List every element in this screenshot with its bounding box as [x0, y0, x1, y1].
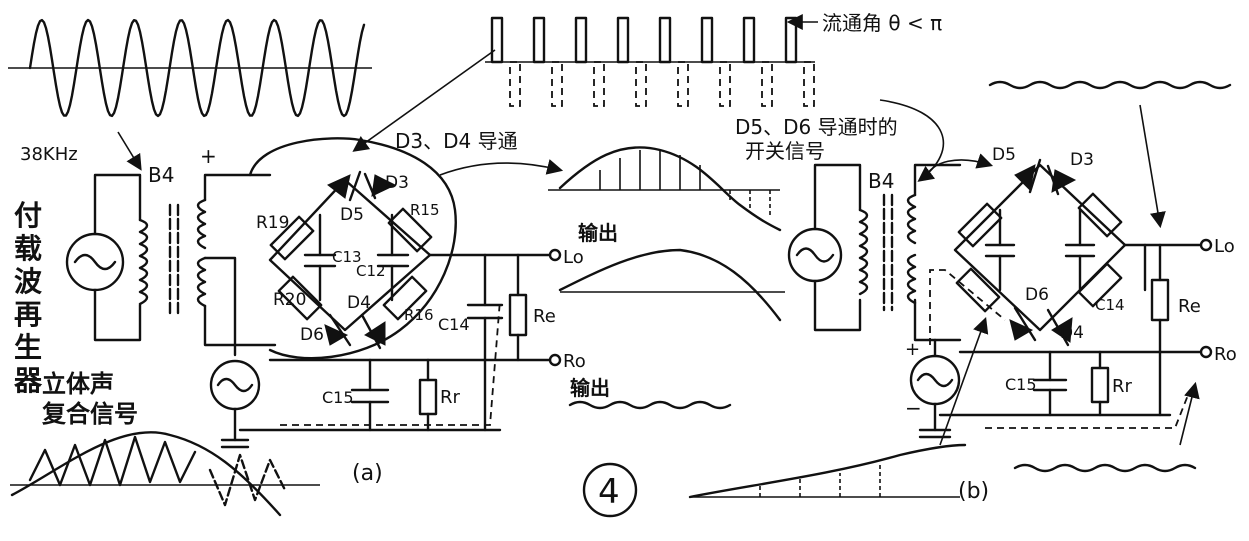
- pulse-down: [761, 61, 773, 107]
- svg-text:C14: C14: [438, 315, 470, 334]
- output-network-b: [938, 238, 1213, 429]
- pulse-up: [616, 16, 630, 64]
- composite-waveform: [10, 431, 320, 517]
- svg-text:生: 生: [14, 331, 42, 364]
- svg-text:D5: D5: [992, 145, 1016, 165]
- pulse-down: [509, 61, 521, 107]
- pulse-down: [803, 61, 815, 107]
- svg-text:C15: C15: [1005, 375, 1037, 394]
- subcarrier-generator-b: [787, 163, 962, 342]
- svg-text:C13: C13: [332, 248, 362, 266]
- carrier-sine-wave: [8, 18, 372, 118]
- svg-text:开关信号: 开关信号: [745, 139, 825, 163]
- diode-bridge-a: [248, 137, 457, 360]
- pulse-up: [784, 16, 798, 64]
- pulse-up: [532, 16, 546, 64]
- pulse-up: [658, 16, 672, 64]
- svg-text:D5: D5: [340, 205, 364, 225]
- label-b4-b: B4: [868, 169, 894, 193]
- label-ro-b: Ro: [1214, 344, 1237, 365]
- svg-text:Re: Re: [533, 306, 556, 327]
- output-waveform-a: [548, 146, 785, 322]
- label-output-top: 输出: [578, 221, 618, 245]
- pulse-up: [574, 16, 588, 64]
- stereo-source-b: + −: [905, 338, 961, 439]
- svg-text:再: 再: [14, 298, 42, 331]
- pulse-up: [490, 16, 504, 64]
- svg-text:付: 付: [14, 199, 42, 232]
- label-lo-a: Lo: [563, 247, 584, 268]
- svg-text:D3: D3: [1070, 150, 1094, 170]
- svg-text:波: 波: [14, 265, 43, 298]
- label-d5-d6-conduct: D5、D6 导通时的: [735, 115, 898, 139]
- label-stereo: 立体声: [42, 370, 114, 398]
- svg-text:+: +: [200, 144, 217, 168]
- caption-b: (b): [958, 479, 989, 504]
- svg-text:D6: D6: [1025, 285, 1049, 305]
- svg-text:Re: Re: [1178, 296, 1201, 317]
- pulse-down: [635, 61, 647, 107]
- output-waveform-b: [688, 316, 1200, 499]
- pulse-up: [700, 16, 714, 64]
- pulse-down: [719, 61, 731, 107]
- pulse-down: [551, 61, 563, 107]
- svg-text:D4: D4: [347, 293, 371, 313]
- label-d3-d4-conduct: D3、D4 导通: [395, 129, 518, 153]
- diode-bridge-b: [924, 153, 1127, 347]
- svg-text:复合信号: 复合信号: [41, 400, 138, 428]
- svg-text:R19: R19: [256, 213, 289, 233]
- stereo-source-a: [209, 359, 261, 449]
- svg-text:器: 器: [13, 364, 43, 397]
- svg-text:Rr: Rr: [1112, 376, 1133, 397]
- svg-text:C14: C14: [1095, 296, 1125, 314]
- output-network-a: [238, 248, 562, 432]
- svg-text:Rr: Rr: [440, 387, 461, 408]
- pulse-down: [677, 61, 689, 107]
- svg-text:载: 载: [14, 232, 42, 265]
- svg-text:C15: C15: [322, 388, 354, 407]
- pulse-down: [593, 61, 605, 107]
- switch-pulse-train: [485, 16, 815, 107]
- svg-text:−: −: [905, 396, 922, 420]
- svg-text:D6: D6: [300, 325, 324, 345]
- svg-text:D4: D4: [1060, 323, 1084, 343]
- label-ro-a: Ro: [563, 351, 586, 372]
- svg-text:C12: C12: [356, 262, 386, 280]
- label-flow-angle: 流通角 θ < π: [822, 11, 942, 35]
- svg-text:D3: D3: [385, 173, 409, 193]
- label-b4-a: B4: [148, 163, 174, 187]
- transformer-b4-a: [138, 173, 277, 357]
- svg-text:+: +: [905, 339, 920, 360]
- svg-text:R15: R15: [410, 201, 440, 219]
- svg-text:R20: R20: [273, 290, 306, 310]
- pulse-up: [742, 16, 756, 64]
- svg-text:R16: R16: [404, 306, 434, 324]
- label-output-bottom: 输出: [570, 376, 610, 400]
- subcarrier-generator-a: 付 载 波 再 生 器: [13, 173, 142, 397]
- frequency-label: 38KHz: [20, 144, 78, 165]
- caption-a: (a): [352, 461, 383, 486]
- label-lo-b: Lo: [1214, 236, 1235, 257]
- figure-number: 4: [598, 472, 620, 512]
